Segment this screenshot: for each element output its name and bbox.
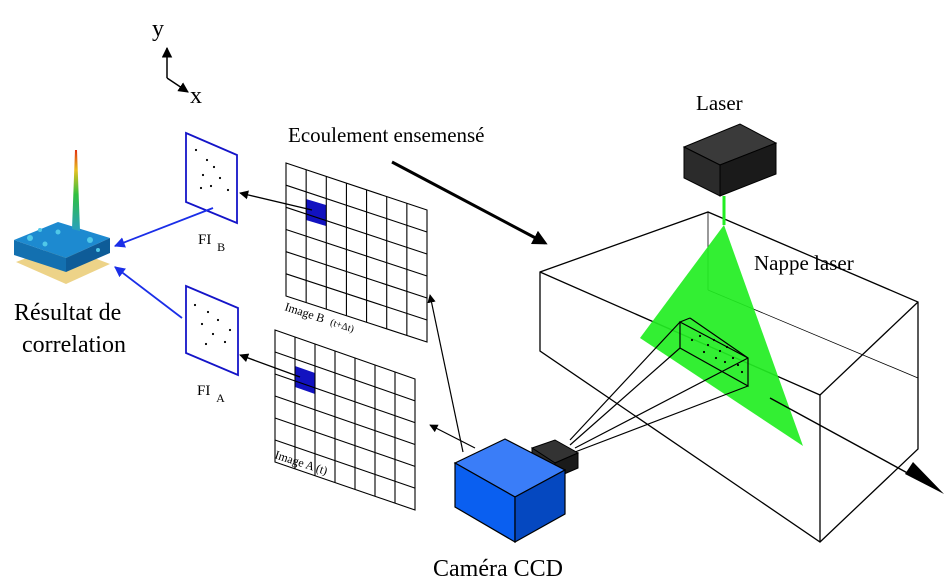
- grid-line: [285, 228, 428, 277]
- image-b-to-window-arrow: [239, 190, 313, 211]
- sheet-label: Nappe laser: [754, 251, 854, 275]
- window-a-name: FI: [197, 383, 210, 399]
- result-label-line2: correlation: [22, 332, 126, 358]
- window-fi-a: [185, 284, 239, 377]
- laser-sheet: [640, 196, 803, 446]
- window-b-to-result-arrow: [113, 207, 214, 248]
- window-b-sub: B: [217, 240, 225, 254]
- grid-line: [274, 439, 416, 489]
- flow-label: Ecoulement ensemensé: [288, 123, 485, 147]
- grid-line: [285, 184, 428, 233]
- axis-indicator: y x: [152, 16, 202, 109]
- flow-particles: [690, 334, 744, 374]
- svg-text:FI A: FI A: [197, 383, 225, 405]
- grid-line: [274, 373, 416, 424]
- window-a-sub: A: [216, 391, 225, 405]
- image-a-highlight-cell: [295, 366, 315, 394]
- window-a-to-result-arrow: [114, 266, 183, 319]
- camera-view-rays: [569, 321, 749, 453]
- window-b-name: FI: [198, 232, 211, 248]
- window-fi-b: [185, 131, 238, 225]
- grid-line: [285, 251, 428, 299]
- camera-label: Caméra CCD: [433, 556, 563, 581]
- camera-to-image-b-arrow: [427, 294, 464, 453]
- result-label-line1: Résultat de: [14, 300, 121, 326]
- flow-arrow: [391, 160, 548, 245]
- laser-source: Laser: [682, 91, 778, 197]
- image-a-grid: [274, 329, 416, 511]
- grid-line: [285, 273, 428, 321]
- svg-text:FI B: FI B: [198, 232, 225, 254]
- grid-line: [274, 417, 416, 467]
- image-a-to-window-arrow: [239, 353, 301, 378]
- ccd-camera: [453, 438, 580, 544]
- correlation-surface: [14, 150, 110, 284]
- x-axis-label: x: [190, 83, 202, 109]
- y-axis-label: y: [152, 16, 164, 42]
- camera-to-image-a-arrow: [429, 424, 476, 449]
- image-b-time: (t+Δt): [329, 317, 356, 335]
- grid-line: [285, 206, 428, 255]
- outflow-arrowhead: [905, 462, 944, 494]
- grid-line: [274, 351, 416, 402]
- laser-label: Laser: [696, 91, 743, 115]
- image-b-grid: [285, 162, 428, 343]
- grid-line: [274, 395, 416, 446]
